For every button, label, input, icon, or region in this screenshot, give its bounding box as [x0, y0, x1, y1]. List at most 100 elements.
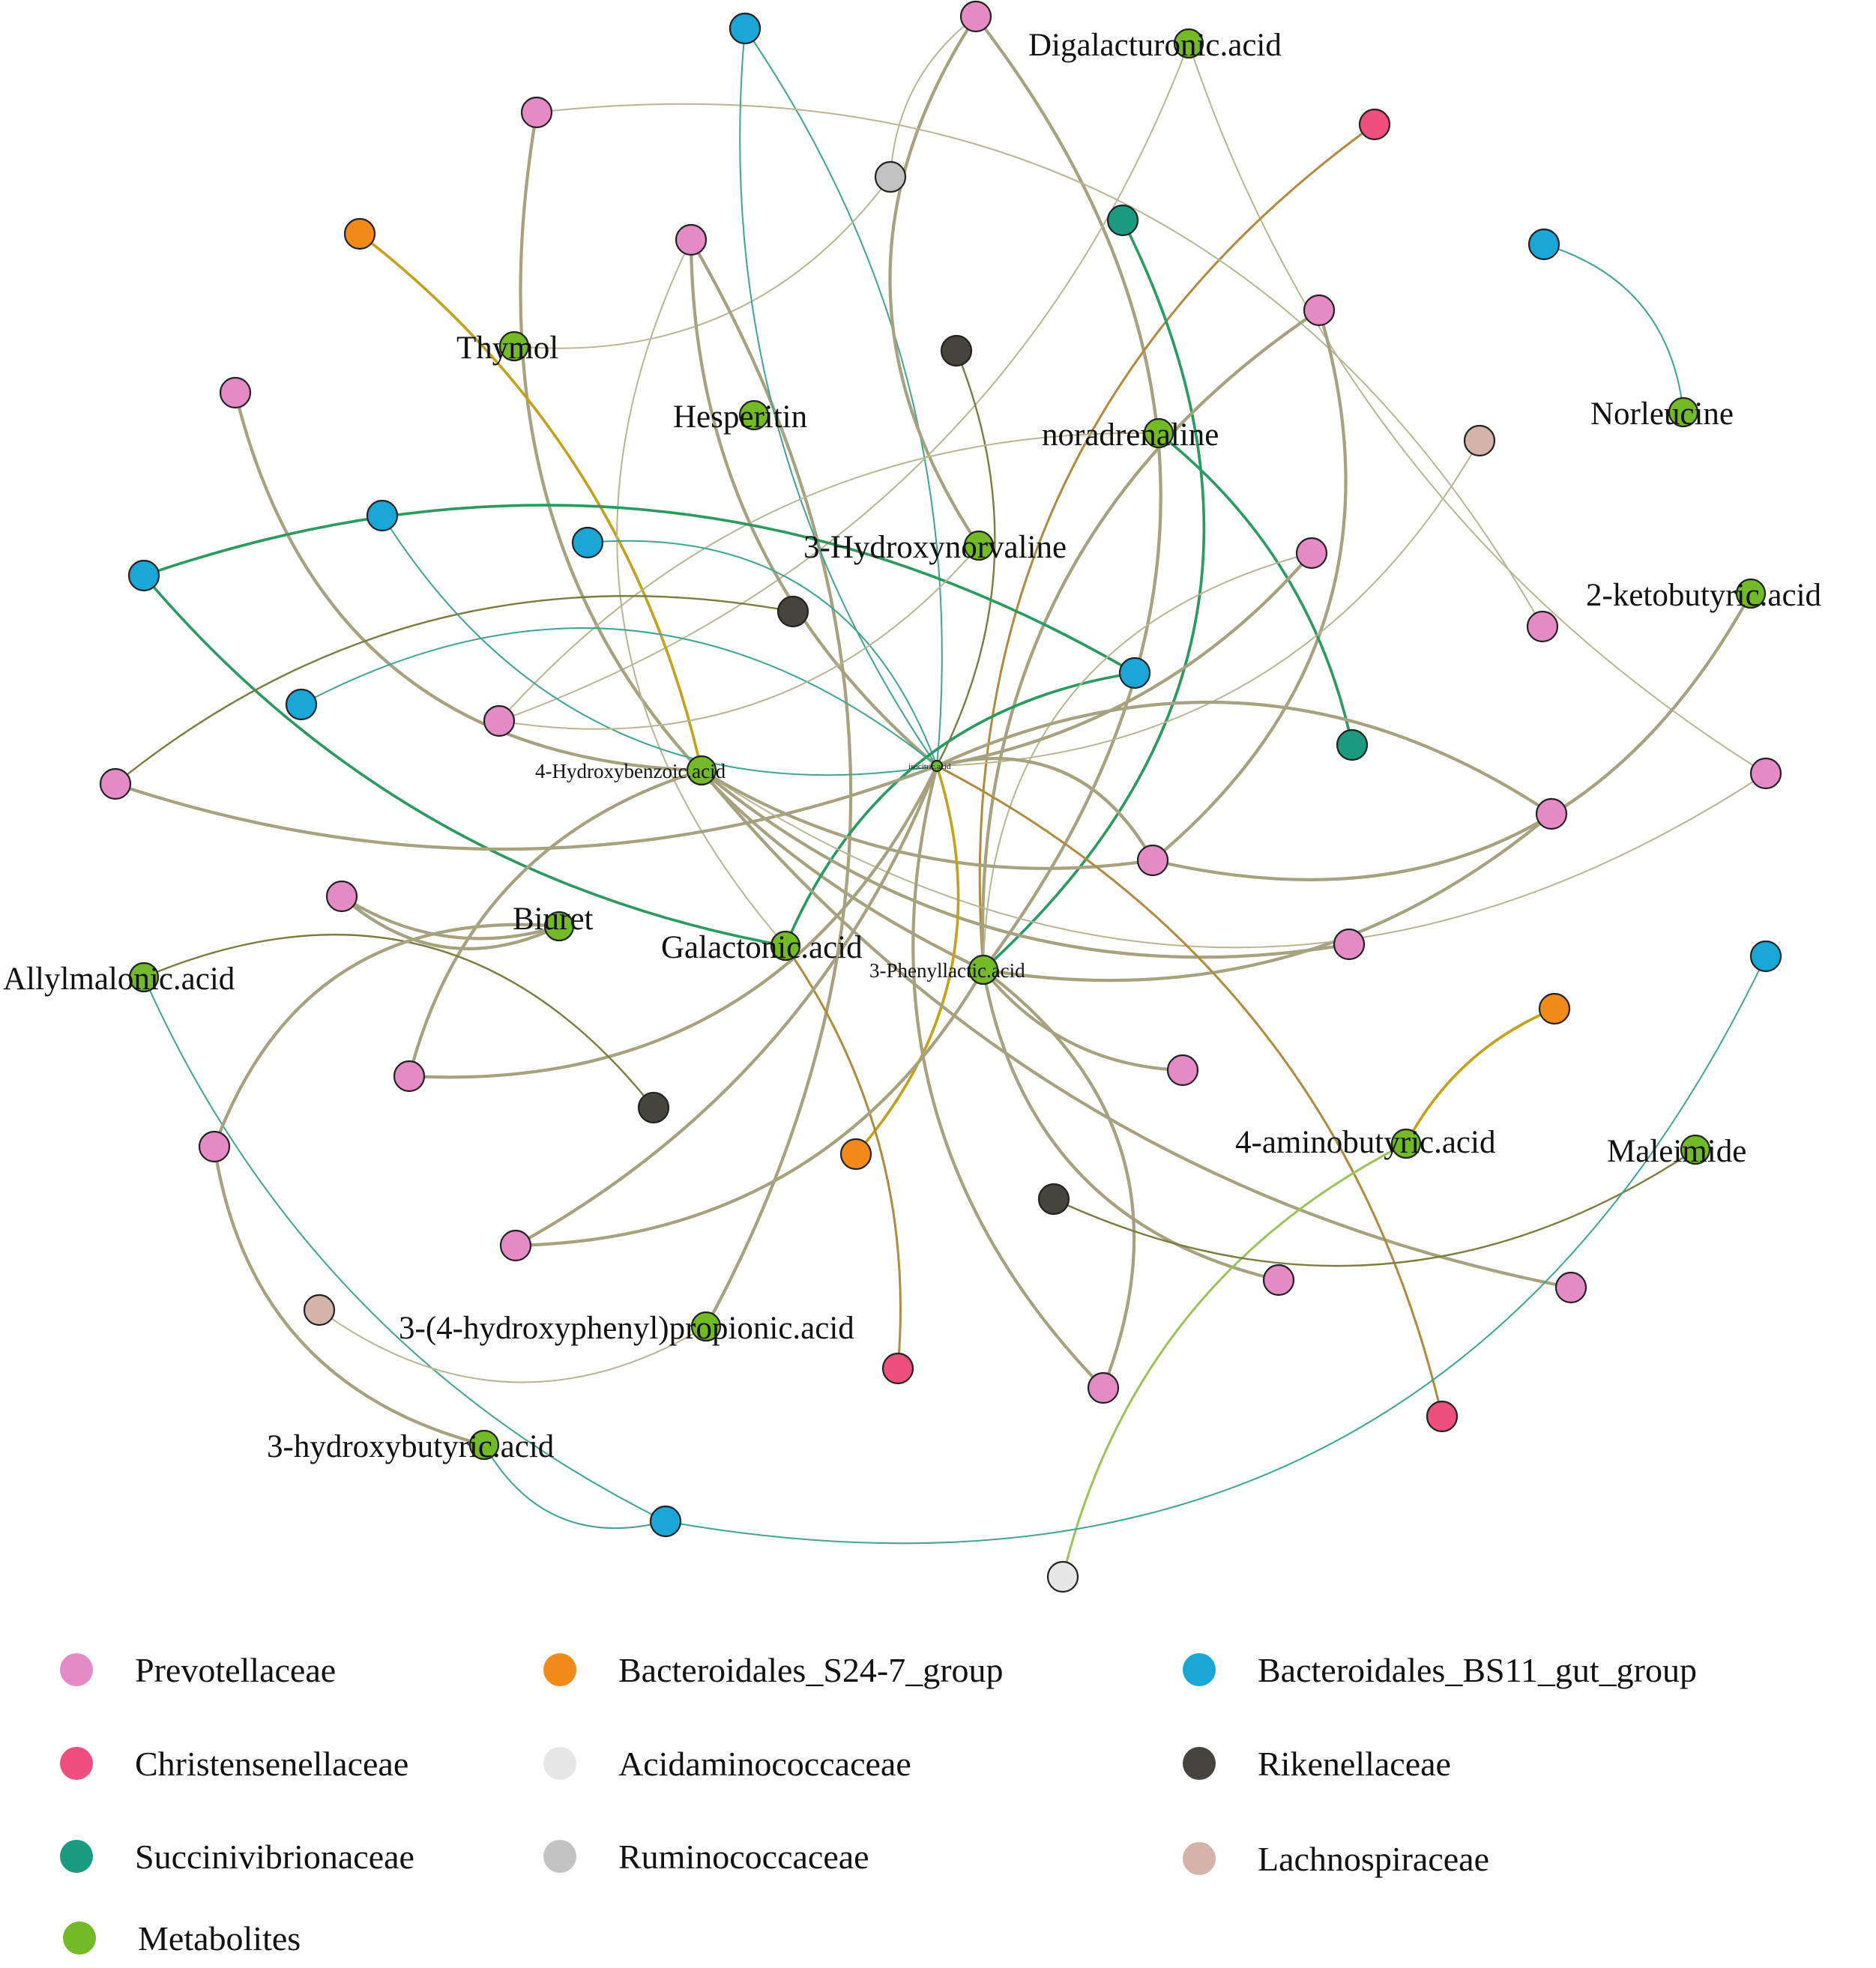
- legend-dot-succinivibrionaceae: [60, 1840, 93, 1873]
- network-edge: [936, 552, 1313, 768]
- metabolite-label: 3-(4-hydroxyphenyl)propionic.acid: [399, 1311, 854, 1346]
- legend-dot-metabolites: [63, 1922, 96, 1955]
- network-edge: [143, 977, 666, 1522]
- network-edge: [233, 392, 702, 773]
- taxon-node-prev: [1087, 1371, 1120, 1404]
- legend-label: Succinivibrionaceae: [135, 1837, 414, 1876]
- metabolite-node: [498, 330, 530, 362]
- network-edge: [980, 309, 1321, 971]
- legend-label: Metabolites: [138, 1919, 301, 1958]
- network-edge: [1151, 310, 1348, 862]
- legend-label: Prevotellaceae: [135, 1650, 337, 1689]
- metabolite-label: Norleucine: [1590, 396, 1734, 432]
- taxon-node-bs11: [285, 688, 318, 721]
- metabolite-label: Thymol: [456, 330, 558, 366]
- metabolite-label: Galactonic.acid: [661, 930, 863, 965]
- legend-item-rikenellaceae: Rikenellaceae: [1183, 1741, 1451, 1786]
- taxon-node-prev: [1136, 844, 1169, 877]
- network-edge: [981, 969, 1279, 1282]
- metabolite-node: [128, 962, 160, 993]
- network-edge: [587, 540, 938, 767]
- metabolite-node: [963, 530, 995, 561]
- network-edge: [935, 350, 996, 767]
- network-edge: [616, 239, 786, 947]
- taxon-node-prev: [959, 0, 992, 33]
- legend-label: Acidaminococcaceae: [618, 1744, 911, 1783]
- network-edge: [340, 895, 560, 941]
- metabolite-node: [686, 755, 717, 786]
- network-edge: [340, 895, 560, 950]
- taxon-node-bs11: [649, 1505, 682, 1538]
- network-edge: [700, 769, 1572, 1290]
- taxon-node-chri: [1426, 1400, 1459, 1433]
- network-edge: [701, 770, 1767, 949]
- metabolite-label: Biuret: [513, 902, 594, 937]
- network-edge: [888, 15, 980, 547]
- network-edge: [983, 812, 1553, 983]
- network-edge: [536, 103, 1543, 627]
- metabolite-label: Hesperitin: [673, 399, 807, 435]
- legend-label: Lachnospiraceae: [1258, 1839, 1490, 1878]
- metabolite-label: 3-hydroxybutyric.acid: [267, 1429, 554, 1464]
- taxon-node-prev: [219, 376, 252, 409]
- taxon-node-prev: [675, 223, 708, 256]
- metabolite-label: Allylmalonic.acid: [3, 962, 235, 997]
- legend-item-ruminococcaceae: Ruminococcaceae: [543, 1834, 869, 1879]
- taxon-node-prev: [483, 704, 516, 737]
- metabolite-node: [770, 930, 801, 962]
- network-edge: [514, 765, 938, 1247]
- taxon-node-prev: [1554, 1271, 1587, 1304]
- taxon-node-bs11: [1118, 656, 1151, 689]
- taxon-node-prev: [1303, 294, 1336, 327]
- network-edge: [700, 769, 1350, 959]
- metabolite-node: [543, 911, 575, 942]
- legend-label: Bacteroidales_BS11_gut_group: [1258, 1650, 1697, 1689]
- network-edge: [1543, 244, 1684, 413]
- legend-dot-rikenellaceae: [1183, 1747, 1216, 1780]
- metabolite-label: noradrenaline: [1042, 417, 1219, 453]
- metabolite-label: 3-Hydroxynorvaline: [803, 530, 1067, 565]
- network-edge: [1152, 592, 1752, 881]
- network-edge: [784, 945, 902, 1369]
- taxon-node-bs11: [571, 526, 604, 559]
- metabolite-node: [1173, 28, 1204, 59]
- network-edge: [483, 1444, 666, 1530]
- legend-item-lachnospiraceae: Lachnospiraceae: [1183, 1836, 1489, 1881]
- taxon-node-prev: [499, 1229, 532, 1262]
- network-edge: [143, 504, 1135, 674]
- taxon-node-prev: [1749, 757, 1782, 790]
- taxon-node-prev: [1166, 1054, 1199, 1087]
- metabolite-node: [738, 399, 770, 431]
- network-edge: [143, 934, 654, 1108]
- network-edge: [982, 968, 1183, 1072]
- taxon-node-rike: [776, 595, 809, 628]
- network-edge: [1188, 43, 1767, 774]
- metabolite-label: Digalacturonic.acid: [1028, 28, 1282, 63]
- taxon-node-prev: [1333, 928, 1366, 961]
- network-edge: [665, 956, 1767, 1545]
- network-edge: [498, 432, 1159, 722]
- legend-item-acidaminococcaceae: Acidaminococcaceae: [543, 1741, 911, 1786]
- legend-label: Ruminococcaceae: [618, 1837, 869, 1876]
- network-edge: [212, 1146, 485, 1447]
- network-edge: [498, 43, 1189, 722]
- network-edge: [1405, 1007, 1555, 1144]
- taxon-node-s24: [343, 217, 376, 250]
- taxon-node-prev: [1295, 537, 1328, 570]
- network-edge: [983, 552, 1312, 971]
- legend-item-succinivibrionaceae: Succinivibrionaceae: [60, 1834, 414, 1879]
- network-edge: [319, 1309, 707, 1383]
- network-edge: [982, 968, 1136, 1389]
- network-edge: [689, 239, 938, 767]
- metabolite-node: [968, 954, 999, 985]
- legend-dot-bs11: [1183, 1653, 1216, 1686]
- network-edge: [936, 440, 1480, 767]
- network-edge: [115, 595, 794, 785]
- network-edge: [744, 28, 943, 767]
- taxon-node-succ: [1106, 204, 1139, 237]
- network-edge: [739, 28, 938, 767]
- network-edge: [890, 16, 977, 178]
- taxon-node-acid: [1046, 1560, 1079, 1593]
